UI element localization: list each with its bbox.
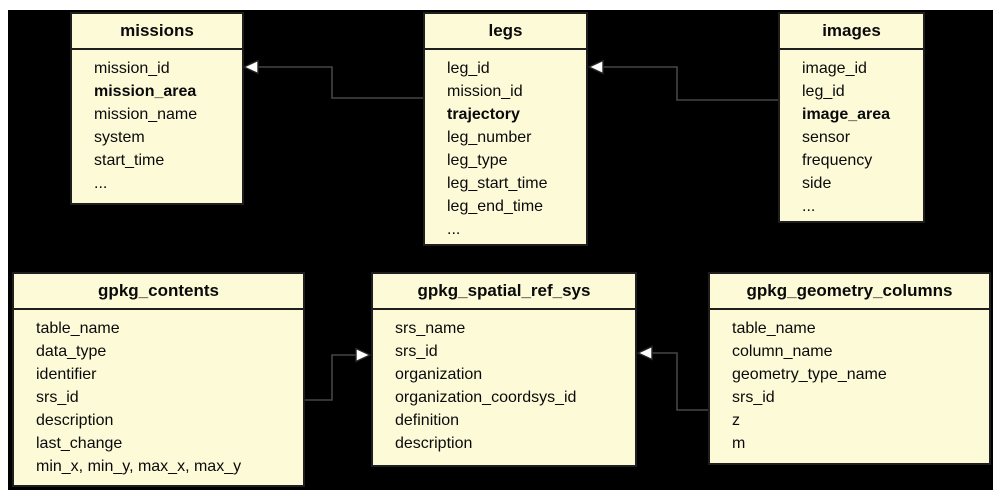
field-mission-id: mission_id [447, 83, 523, 100]
field-leg-number: leg_number [447, 129, 532, 146]
field-identifier: identifier [36, 366, 97, 383]
entity-missions: missions mission_id mission_area mission_n… [70, 12, 244, 205]
field-srs-id: srs_id [732, 389, 775, 406]
field-last-change: last_change [36, 435, 123, 452]
entity-gpkg-geometry-columns: gpkg_geometry_columns table_name column_n… [708, 272, 991, 465]
field-leg-type: leg_type [447, 152, 508, 169]
field-srs-name: srs_name [395, 320, 466, 337]
field-geometry-type-name: geometry_type_name [732, 366, 887, 383]
field-description: description [395, 435, 473, 452]
entity-gpkg-spatial-ref-sys-title: gpkg_spatial_ref_sys [373, 274, 635, 310]
field-mission-id: mission_id [94, 60, 170, 77]
field-leg-end-time: leg_end_time [447, 198, 544, 215]
field-: ... [94, 175, 108, 192]
field-start-time: start_time [94, 152, 165, 169]
field-: ... [447, 221, 461, 238]
entity-gpkg-contents-title: gpkg_contents [14, 274, 303, 310]
field-min-x-min-y-max-x-max-y: min_x, min_y, max_x, max_y [36, 458, 242, 475]
field-table-name: table_name [36, 320, 120, 337]
field-leg-id: leg_id [447, 60, 490, 77]
entity-legs: legs leg_id mission_id trajectory leg_numbe… [423, 12, 588, 246]
field-column-name: column_name [732, 343, 833, 360]
entity-gpkg-geometry-columns-title: gpkg_geometry_columns [710, 274, 989, 310]
field-definition: definition [395, 412, 460, 429]
field-leg-id: leg_id [802, 83, 845, 100]
field-m: m [732, 435, 746, 452]
field-organization-coordsys-id: organization_coordsys_id [395, 389, 577, 406]
field-image-area: image_area [802, 106, 891, 123]
field-description: description [36, 412, 114, 429]
field-mission-area: mission_area [94, 83, 197, 100]
field-srs-id: srs_id [395, 343, 438, 360]
entity-images-title: images [780, 14, 923, 50]
field-organization: organization [395, 366, 483, 383]
field-image-id: image_id [802, 60, 867, 77]
entity-gpkg-spatial-ref-sys-fields: srs_name srs_id organization organization_c… [373, 310, 635, 455]
entity-legs-title: legs [425, 14, 586, 50]
field-frequency: frequency [802, 152, 873, 169]
entity-legs-fields: leg_id mission_id trajectory leg_number leg_… [425, 50, 586, 241]
field-system: system [94, 129, 145, 146]
field-table-name: table_name [732, 320, 816, 337]
field-mission-name: mission_name [94, 106, 198, 123]
entity-missions-title: missions [72, 14, 242, 50]
field-leg-start-time: leg_start_time [447, 175, 548, 192]
field-: ... [802, 198, 816, 215]
field-sensor: sensor [802, 129, 851, 146]
field-data-type: data_type [36, 343, 107, 360]
field-side: side [802, 175, 832, 192]
field-z: z [732, 412, 740, 429]
field-srs-id: srs_id [36, 389, 79, 406]
field-trajectory: trajectory [447, 106, 520, 123]
